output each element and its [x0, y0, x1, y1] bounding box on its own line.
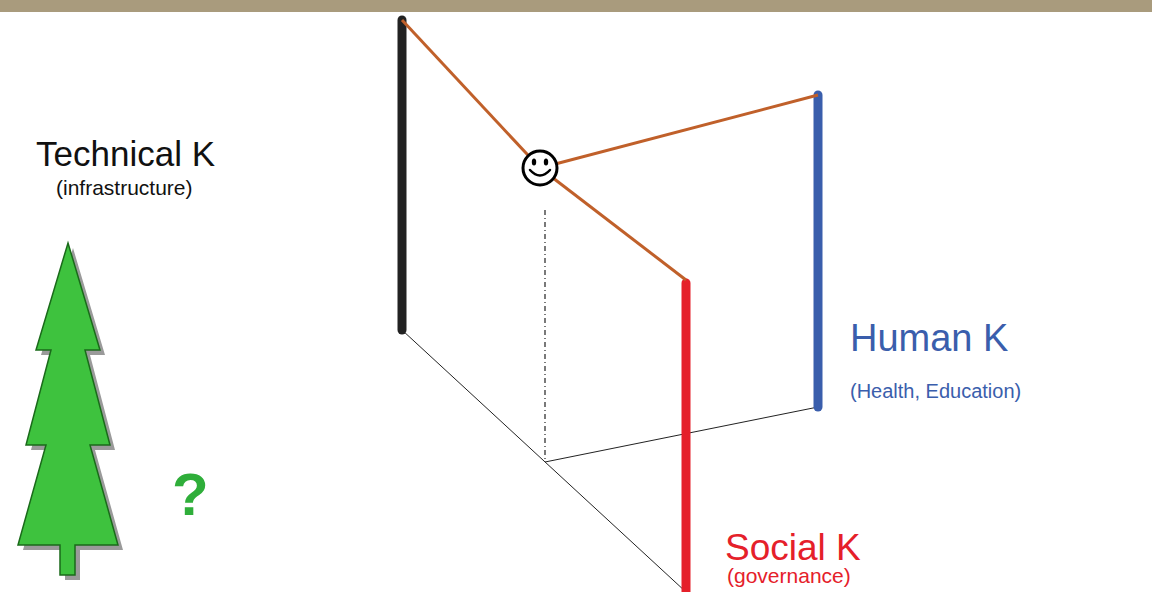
- base-line: [402, 330, 686, 592]
- axis-sublabel: (governance): [727, 564, 851, 587]
- human-pole: [814, 95, 823, 407]
- smiley-symbol: [523, 151, 557, 185]
- axis-label: Social K: [725, 528, 861, 569]
- technical-pole: [398, 20, 407, 330]
- axis-label: Technical K: [36, 135, 215, 174]
- question-mark: ?: [172, 462, 209, 528]
- tension-line: [540, 168, 686, 280]
- social-pole: [682, 283, 691, 592]
- header-bar: [0, 0, 1152, 12]
- tension-line: [540, 95, 818, 168]
- tension-line: [402, 20, 540, 168]
- tree-symbol: [18, 243, 123, 580]
- axis-label: Human K: [850, 318, 1008, 360]
- drop-line: [544, 210, 545, 462]
- axis-sublabel: (infrastructure): [56, 176, 193, 199]
- axis-sublabel: (Health, Education): [850, 380, 1021, 402]
